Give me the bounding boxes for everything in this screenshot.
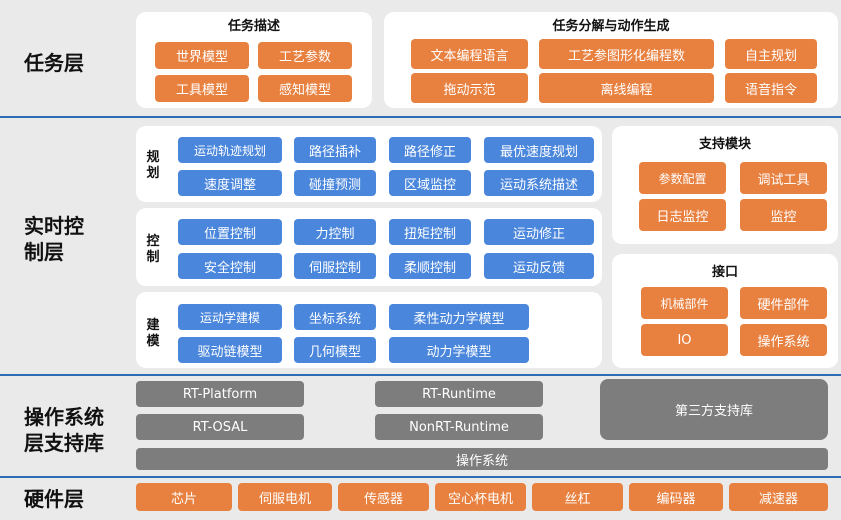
- drive-chain-model-box: 驱动链模型: [178, 337, 282, 363]
- mechanical-parts-box: 机械部件: [641, 287, 728, 319]
- rt-osal-box: RT-OSAL: [136, 414, 304, 440]
- separator: [0, 476, 841, 478]
- process-params-box: 工艺参数: [258, 42, 352, 69]
- autonomous-planning-box: 自主规划: [725, 39, 817, 69]
- layer-label-task: 任务层: [24, 51, 84, 75]
- nonrt-runtime-box: NonRT-Runtime: [375, 414, 543, 440]
- tool-model-box: 工具模型: [155, 75, 249, 102]
- collision-prediction-box: 碰撞预测: [294, 170, 376, 196]
- modeling-label: 建模: [146, 318, 160, 349]
- debug-tools-box: 调试工具: [740, 162, 827, 194]
- trajectory-planning-box: 运动轨迹规划: [178, 137, 282, 163]
- safety-control-box: 安全控制: [178, 253, 282, 279]
- monitoring-box: 监控: [740, 199, 827, 231]
- flexible-dynamics-model-box: 柔性动力学模型: [389, 304, 529, 330]
- coreless-motor-box: 空心杯电机: [435, 483, 526, 511]
- io-box: IO: [641, 324, 728, 356]
- force-control-box: 力控制: [294, 219, 376, 245]
- compliance-control-box: 柔顺控制: [389, 253, 471, 279]
- log-monitoring-box: 日志监控: [639, 199, 726, 231]
- offline-programming-box: 离线编程: [539, 73, 714, 103]
- geometric-model-box: 几何模型: [294, 337, 376, 363]
- separator: [0, 374, 841, 376]
- motion-feedback-box: 运动反馈: [484, 253, 594, 279]
- graphical-programming-box: 工艺参图形化编程数: [539, 39, 714, 69]
- lead-screw-box: 丝杠: [532, 483, 623, 511]
- position-control-box: 位置控制: [178, 219, 282, 245]
- voice-command-box: 语音指令: [725, 73, 817, 103]
- param-config-box: 参数配置: [639, 162, 726, 194]
- support-module-title: 支持模块: [698, 137, 751, 152]
- layer-label-hardware: 硬件层: [24, 487, 84, 511]
- hardware-parts-box: 硬件部件: [740, 287, 827, 319]
- servo-motor-box: 伺服电机: [238, 483, 332, 511]
- motion-correction-box: 运动修正: [484, 219, 594, 245]
- task-description-title: 任务描述: [227, 19, 280, 34]
- kinematics-modeling-box: 运动学建模: [178, 304, 282, 330]
- path-interpolation-box: 路径插补: [294, 137, 376, 163]
- zone-monitoring-box: 区域监控: [389, 170, 471, 196]
- third-party-lib-box: 第三方支持库: [600, 379, 828, 440]
- chip-box: 芯片: [136, 483, 232, 511]
- dynamics-model-box: 动力学模型: [389, 337, 529, 363]
- world-model-box: 世界模型: [155, 42, 249, 69]
- layer-label-realtime: 实时控制层: [24, 214, 84, 264]
- drag-demo-box: 拖动示范: [411, 73, 528, 103]
- planning-label: 规划: [146, 150, 160, 181]
- perception-model-box: 感知模型: [258, 75, 352, 102]
- rt-runtime-box: RT-Runtime: [375, 381, 543, 407]
- encoder-box: 编码器: [629, 483, 723, 511]
- text-programming-box: 文本编程语言: [411, 39, 528, 69]
- rt-platform-box: RT-Platform: [136, 381, 304, 407]
- os-interface-box: 操作系统: [740, 324, 827, 356]
- separator: [0, 116, 841, 118]
- interface-title: 接口: [711, 265, 738, 280]
- operating-system-box: 操作系统: [136, 448, 828, 470]
- servo-control-box: 伺服控制: [294, 253, 376, 279]
- speed-adjustment-box: 速度调整: [178, 170, 282, 196]
- sensor-box: 传感器: [338, 483, 429, 511]
- task-decomposition-title: 任务分解与动作生成: [552, 19, 670, 34]
- reducer-box: 减速器: [729, 483, 828, 511]
- optimal-speed-planning-box: 最优速度规划: [484, 137, 594, 163]
- layer-label-os: 操作系统层支持库: [24, 405, 104, 455]
- control-label: 控制: [146, 234, 160, 265]
- torque-control-box: 扭矩控制: [389, 219, 471, 245]
- path-correction-box: 路径修正: [389, 137, 471, 163]
- coordinate-system-box: 坐标系统: [294, 304, 376, 330]
- motion-system-description-box: 运动系统描述: [484, 170, 594, 196]
